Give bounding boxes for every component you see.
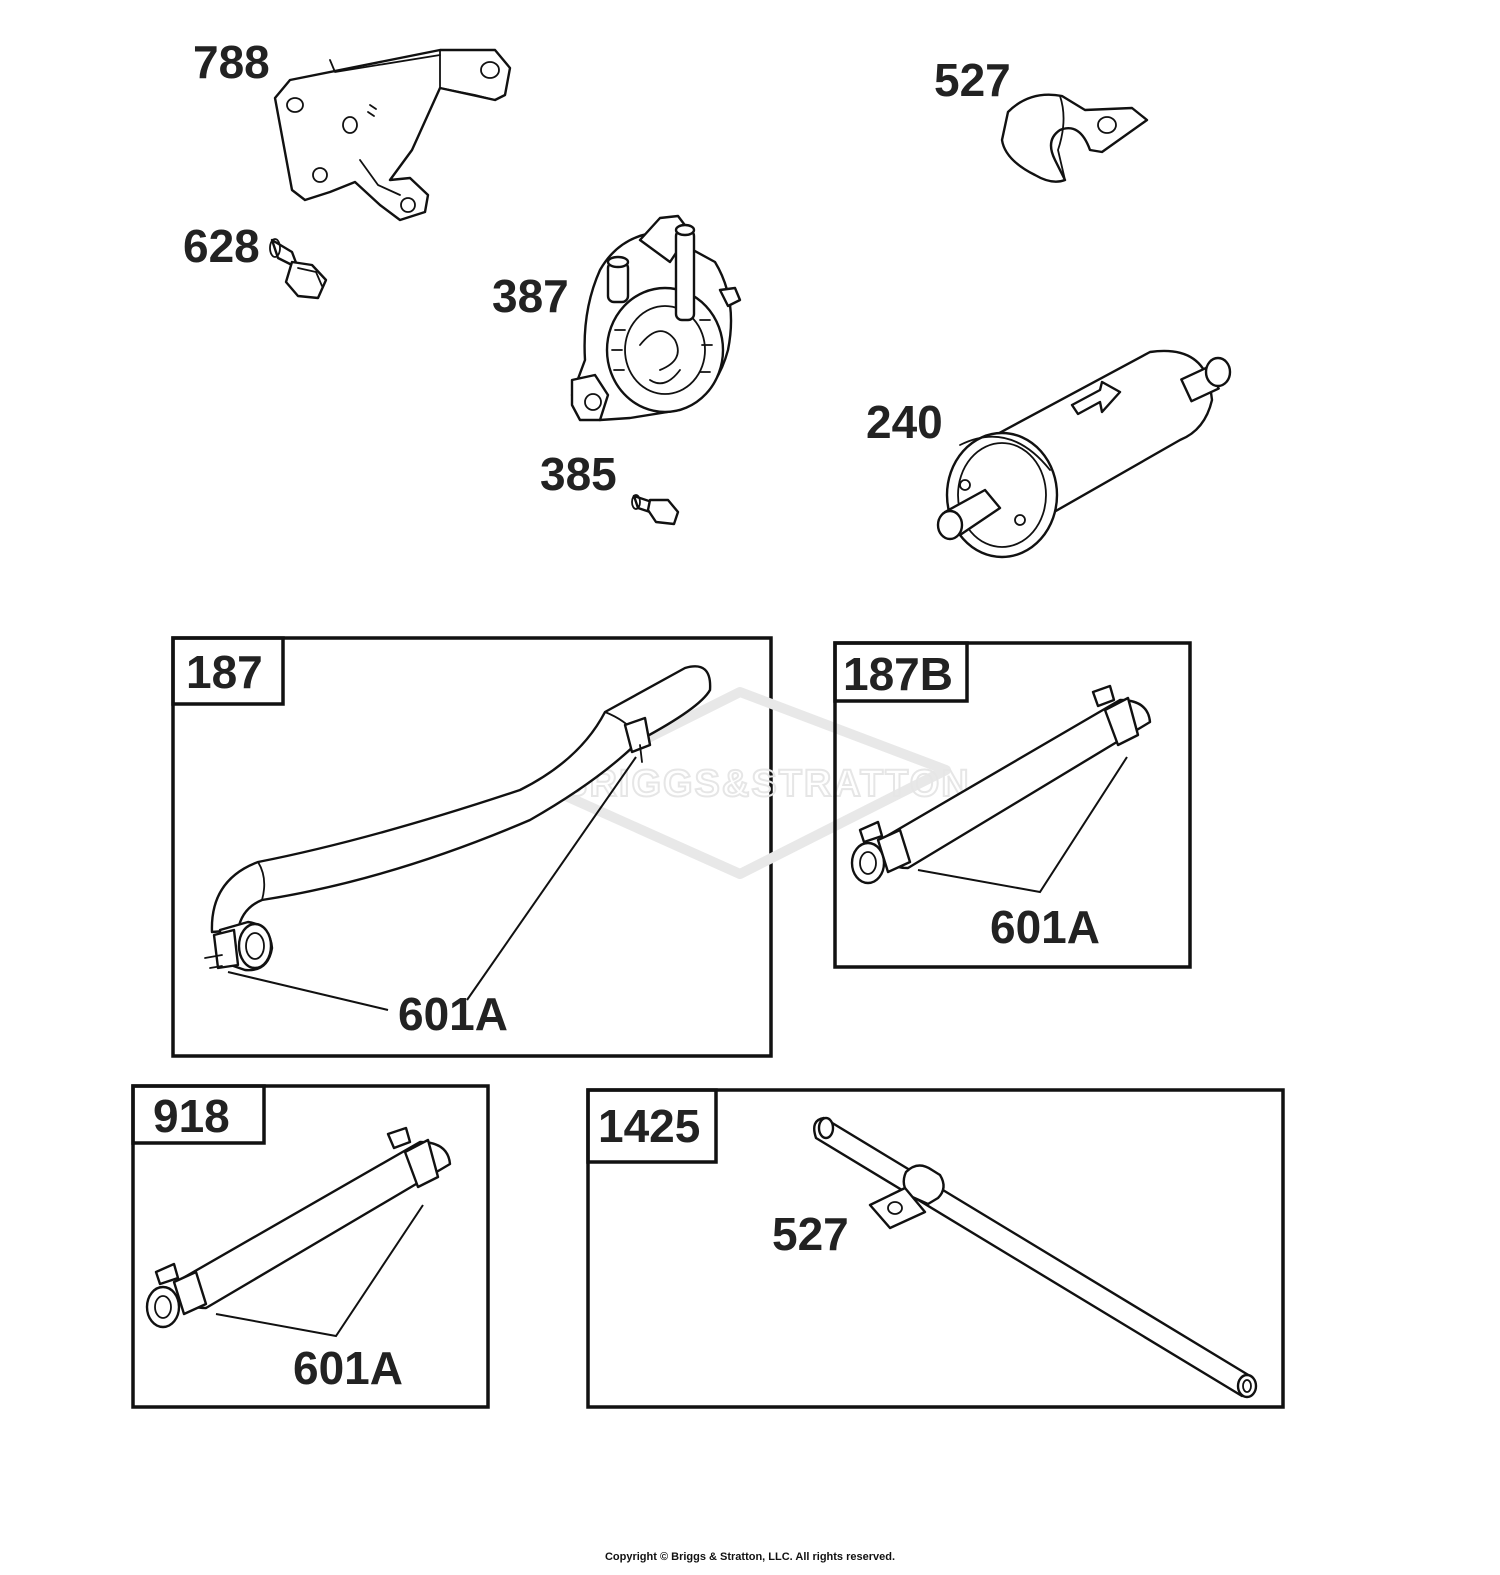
box-187b: 187B 601A	[833, 641, 1192, 969]
fuel-pump-part-387[interactable]	[570, 214, 742, 422]
box-918-clamp-label: 601A	[293, 1342, 403, 1394]
callout-628: 628	[183, 220, 260, 272]
fuel-filter-part-240[interactable]	[936, 349, 1232, 559]
box-1425: 1425 527	[586, 1088, 1285, 1409]
screw-part-385[interactable]	[631, 494, 680, 526]
callout-527-top: 527	[934, 54, 1011, 106]
watermark-text: BRIGGS&STRATTON	[560, 763, 971, 805]
box-1425-clip-label: 527	[772, 1208, 849, 1260]
clip-part-527[interactable]	[1000, 93, 1149, 183]
box-187-clamp-label: 601A	[398, 988, 508, 1040]
callout-385: 385	[540, 448, 617, 500]
box-918: 918 601A	[131, 1084, 490, 1409]
box-187: 187 BRIGGS&STRATTON 601A	[171, 636, 971, 1058]
box-187b-clamp-label: 601A	[990, 901, 1100, 953]
bolt-part-628[interactable]	[269, 238, 328, 300]
callout-240: 240	[866, 396, 943, 448]
callout-387: 387	[492, 270, 569, 322]
box-187-title: 187	[186, 646, 263, 698]
box-1425-title: 1425	[598, 1100, 700, 1152]
fuel-hose-918[interactable]	[145, 1126, 452, 1329]
box-187b-title: 187B	[843, 648, 953, 700]
fuel-line-1425[interactable]	[813, 1116, 1258, 1399]
fuel-hose-187b[interactable]	[850, 684, 1152, 885]
callout-788: 788	[193, 36, 270, 88]
fuel-hose-187[interactable]	[204, 665, 712, 972]
box-918-title: 918	[153, 1090, 230, 1142]
bracket-part-788[interactable]	[273, 48, 512, 222]
copyright-notice: Copyright © Briggs & Stratton, LLC. All …	[604, 1551, 896, 1563]
